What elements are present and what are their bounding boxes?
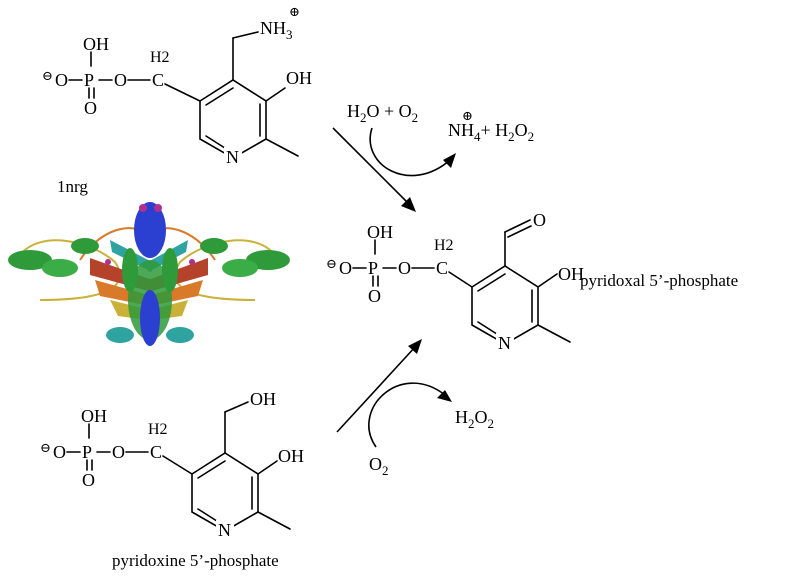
bond <box>448 271 473 288</box>
atom-oh: OH <box>367 222 393 242</box>
bottom-reagent: O2 <box>369 454 389 478</box>
atom-oh: OH <box>278 446 304 466</box>
atom-o: O <box>368 286 381 306</box>
atom-o: O <box>533 210 546 230</box>
curved-arrow <box>369 127 451 177</box>
atom-nh3: NH3 <box>260 18 293 42</box>
product-name-label: pyridoxal 5’-phosphate <box>580 271 738 290</box>
atom-h2: H2 <box>150 49 170 66</box>
arrow-shaft <box>332 127 411 206</box>
bond <box>537 273 558 288</box>
substrate-name-label: pyridoxine 5’-phosphate <box>112 551 279 570</box>
atom-n: N <box>226 147 239 167</box>
bond-methyl <box>257 511 291 530</box>
arrowhead <box>443 153 456 168</box>
atom-p: P <box>82 442 92 462</box>
bond-double <box>197 460 226 479</box>
protein-structure-1nrg <box>8 202 290 346</box>
bond-double <box>205 87 234 106</box>
charge-minus: ⊖ <box>326 256 337 271</box>
atom-p: P <box>368 258 378 278</box>
bond <box>224 401 249 413</box>
atom-oh: OH <box>83 34 109 54</box>
atom-c: C <box>150 442 162 462</box>
top-reagents: H2O + O2 <box>347 101 418 125</box>
atom-o: O <box>53 442 66 462</box>
charge-plus: ⊕ <box>462 108 473 123</box>
n-backdrop <box>216 520 234 538</box>
charge-minus: ⊖ <box>42 68 53 83</box>
bond <box>265 87 286 102</box>
atom-c: C <box>436 258 448 278</box>
bond-methyl <box>537 324 571 343</box>
atom-o: O <box>82 470 95 490</box>
atom-n: N <box>498 333 511 353</box>
n-backdrop <box>496 333 514 351</box>
pyridoxamine-phosphate-structure: ⊖ O P OH O O C H2 N OH NH3 ⊕ <box>42 4 312 167</box>
pyridoxal-phosphate-structure: ⊖ O P OH O O C H2 N OH O <box>326 210 584 353</box>
top-products: NH4+ H2O2 <box>448 120 534 144</box>
curved-arrow <box>368 382 446 448</box>
atom-oh: OH <box>81 406 107 426</box>
bond <box>164 83 201 102</box>
bond-methyl <box>265 138 299 157</box>
bond <box>162 455 193 475</box>
atom-oh: OH <box>250 389 276 409</box>
bond <box>232 31 259 39</box>
bond-double <box>477 273 506 292</box>
bond-double <box>507 225 532 238</box>
pyridoxine-phosphate-structure: ⊖ O P OH O O C H2 N OH OH <box>40 389 304 540</box>
top-reaction-arrow <box>332 127 456 212</box>
atom-h2: H2 <box>148 421 168 438</box>
arrowhead <box>408 339 422 354</box>
n-backdrop <box>224 147 242 165</box>
bottom-reaction-arrow <box>336 339 452 448</box>
atom-oh: OH <box>286 68 312 88</box>
bond-double <box>504 219 531 233</box>
charge-minus: ⊖ <box>40 440 51 455</box>
atom-o: O <box>84 98 97 118</box>
atom-o: O <box>112 442 125 462</box>
arrowhead <box>437 390 452 402</box>
bond <box>257 460 278 475</box>
arrow-shaft <box>336 345 417 433</box>
bottom-product: H2O2 <box>455 407 494 431</box>
protein-id-label: 1nrg <box>57 177 88 196</box>
charge-plus: ⊕ <box>289 4 300 19</box>
atom-o: O <box>339 258 352 278</box>
atom-c: C <box>152 70 164 90</box>
atom-n: N <box>218 520 231 540</box>
arrowhead <box>401 197 416 212</box>
atom-h2: H2 <box>434 237 454 254</box>
atom-oh: OH <box>558 264 584 284</box>
atom-o: O <box>55 70 68 90</box>
atom-p: P <box>84 70 94 90</box>
atom-o: O <box>398 258 411 278</box>
atom-o: O <box>114 70 127 90</box>
